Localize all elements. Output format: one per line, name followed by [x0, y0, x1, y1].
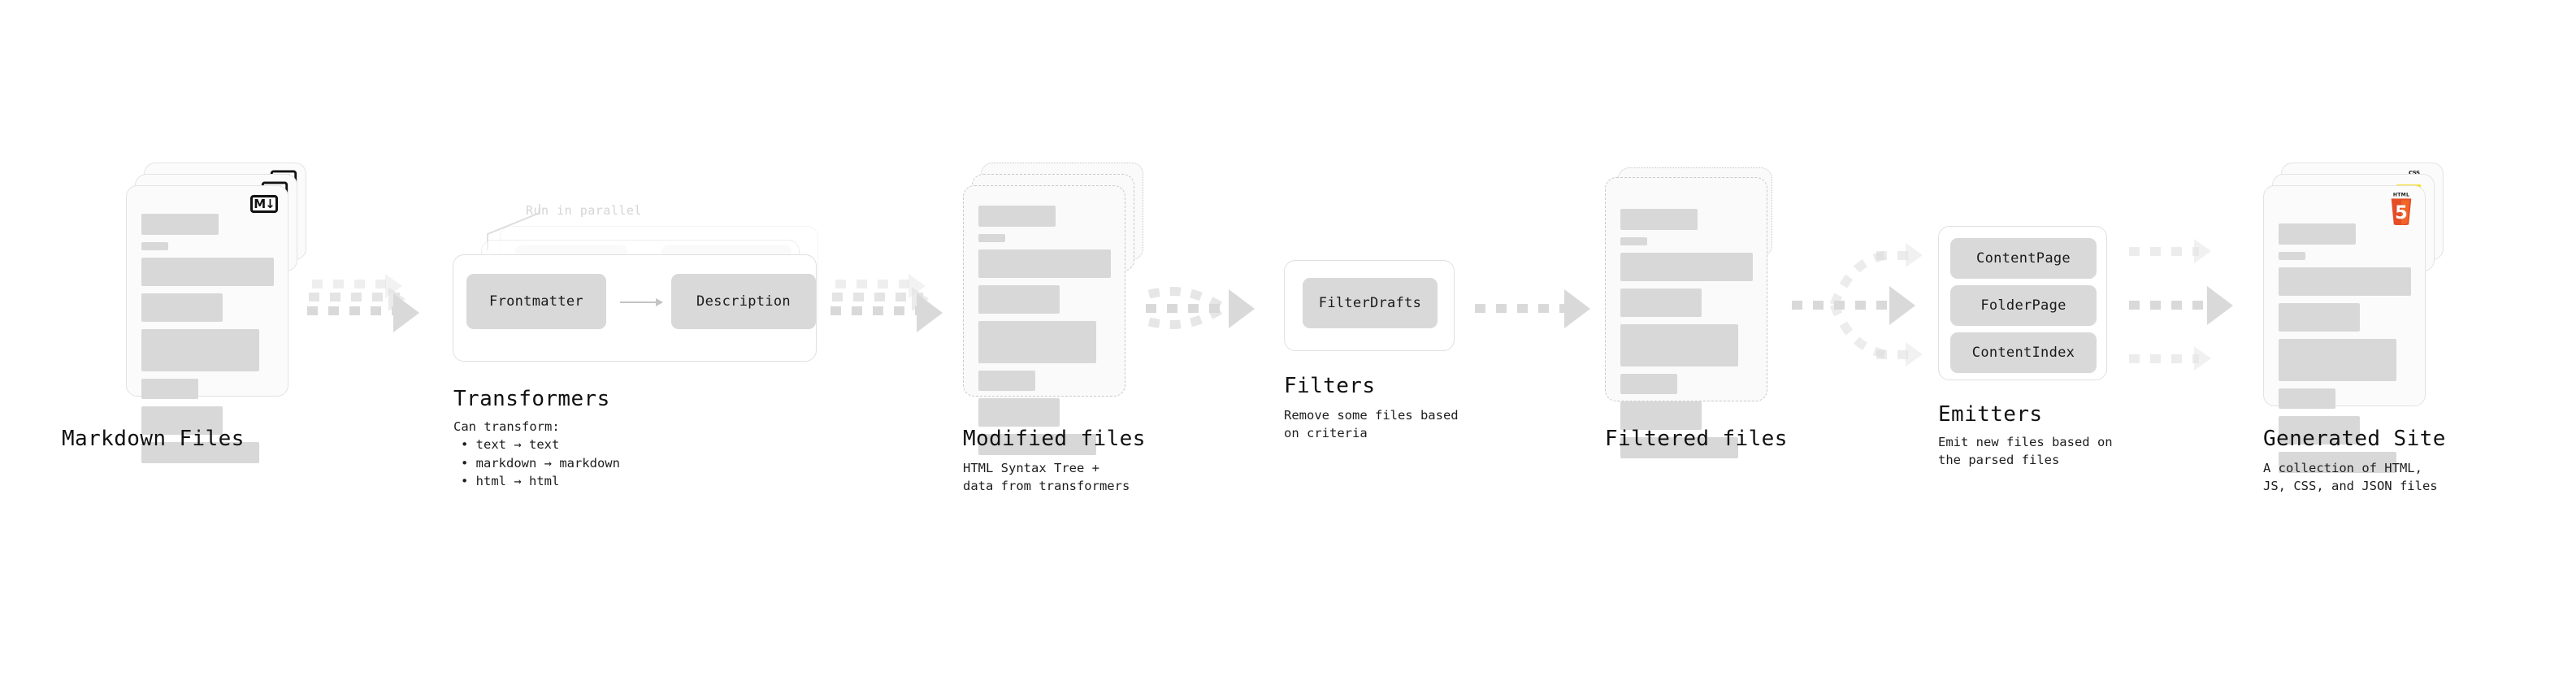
markdown-files-title: Markdown Files — [62, 427, 245, 451]
transform-flow-arrow — [620, 298, 663, 306]
transformers-caption-item-1: • markdown → markdown — [461, 455, 620, 471]
file-skeleton — [2279, 223, 2411, 480]
modified-file-front — [963, 185, 1125, 455]
markdown-file-front: M↓ — [126, 185, 288, 463]
html5-logo-icon: HTML 5 — [2391, 193, 2412, 225]
markdown-logo-icon: M↓ — [250, 195, 278, 213]
arrow-filtered-to-emitters — [1792, 228, 1954, 382]
pill-contentindex[interactable]: ContentIndex — [1950, 332, 2097, 373]
emitters-title: Emitters — [1938, 402, 2043, 427]
arrow-filters-to-filtered — [1475, 286, 1605, 335]
transformers-caption: Can transform: • text → text • markdown … — [453, 418, 620, 491]
pill-contentpage[interactable]: ContentPage — [1950, 238, 2097, 279]
svg-text:HTML: HTML — [2393, 193, 2409, 198]
file-skeleton — [141, 214, 274, 471]
arrow-transformers-to-modified — [830, 268, 977, 338]
emitters-caption: Emit new files based on the parsed files — [1938, 435, 2113, 468]
modified-files-title: Modified files — [963, 427, 1146, 451]
transformers-caption-item-0: • text → text — [461, 437, 560, 453]
file-skeleton — [978, 206, 1111, 462]
arrow-markdown-to-transformers — [307, 268, 453, 338]
arrow-emitters-to-generated — [2129, 228, 2267, 382]
generated-site-caption: A collection of HTML, JS, CSS, and JSON … — [2263, 461, 2438, 494]
transformers-box-front: Frontmatter Description — [453, 254, 817, 362]
modified-files-caption: HTML Syntax Tree + data from transformer… — [963, 461, 1130, 494]
pill-frontmatter[interactable]: Frontmatter — [466, 274, 606, 329]
transformers-caption-item-2: • html → html — [461, 474, 560, 489]
filters-caption: Remove some files based on criteria — [1284, 408, 1459, 441]
filtered-file-front — [1605, 177, 1767, 458]
transformers-title: Transformers — [453, 387, 610, 411]
generated-site-title: Generated Site — [2263, 427, 2446, 451]
file-skeleton — [1620, 209, 1753, 466]
filters-group: FilterDrafts — [1284, 260, 1455, 351]
transformers-caption-lead: Can transform: — [453, 419, 560, 434]
pill-description[interactable]: Description — [671, 274, 816, 329]
pill-folderpage[interactable]: FolderPage — [1950, 285, 2097, 326]
emitters-group: ContentPage FolderPage ContentIndex — [1938, 226, 2107, 380]
filtered-files-title: Filtered files — [1605, 427, 1788, 451]
filters-title: Filters — [1284, 374, 1376, 398]
svg-text:5: 5 — [2395, 202, 2408, 223]
pill-filterdrafts[interactable]: FilterDrafts — [1303, 278, 1438, 328]
run-in-parallel-label: Run in parallel — [526, 203, 642, 218]
generated-file-html: HTML 5 — [2263, 185, 2426, 473]
arrow-modified-to-filters — [1138, 260, 1292, 349]
